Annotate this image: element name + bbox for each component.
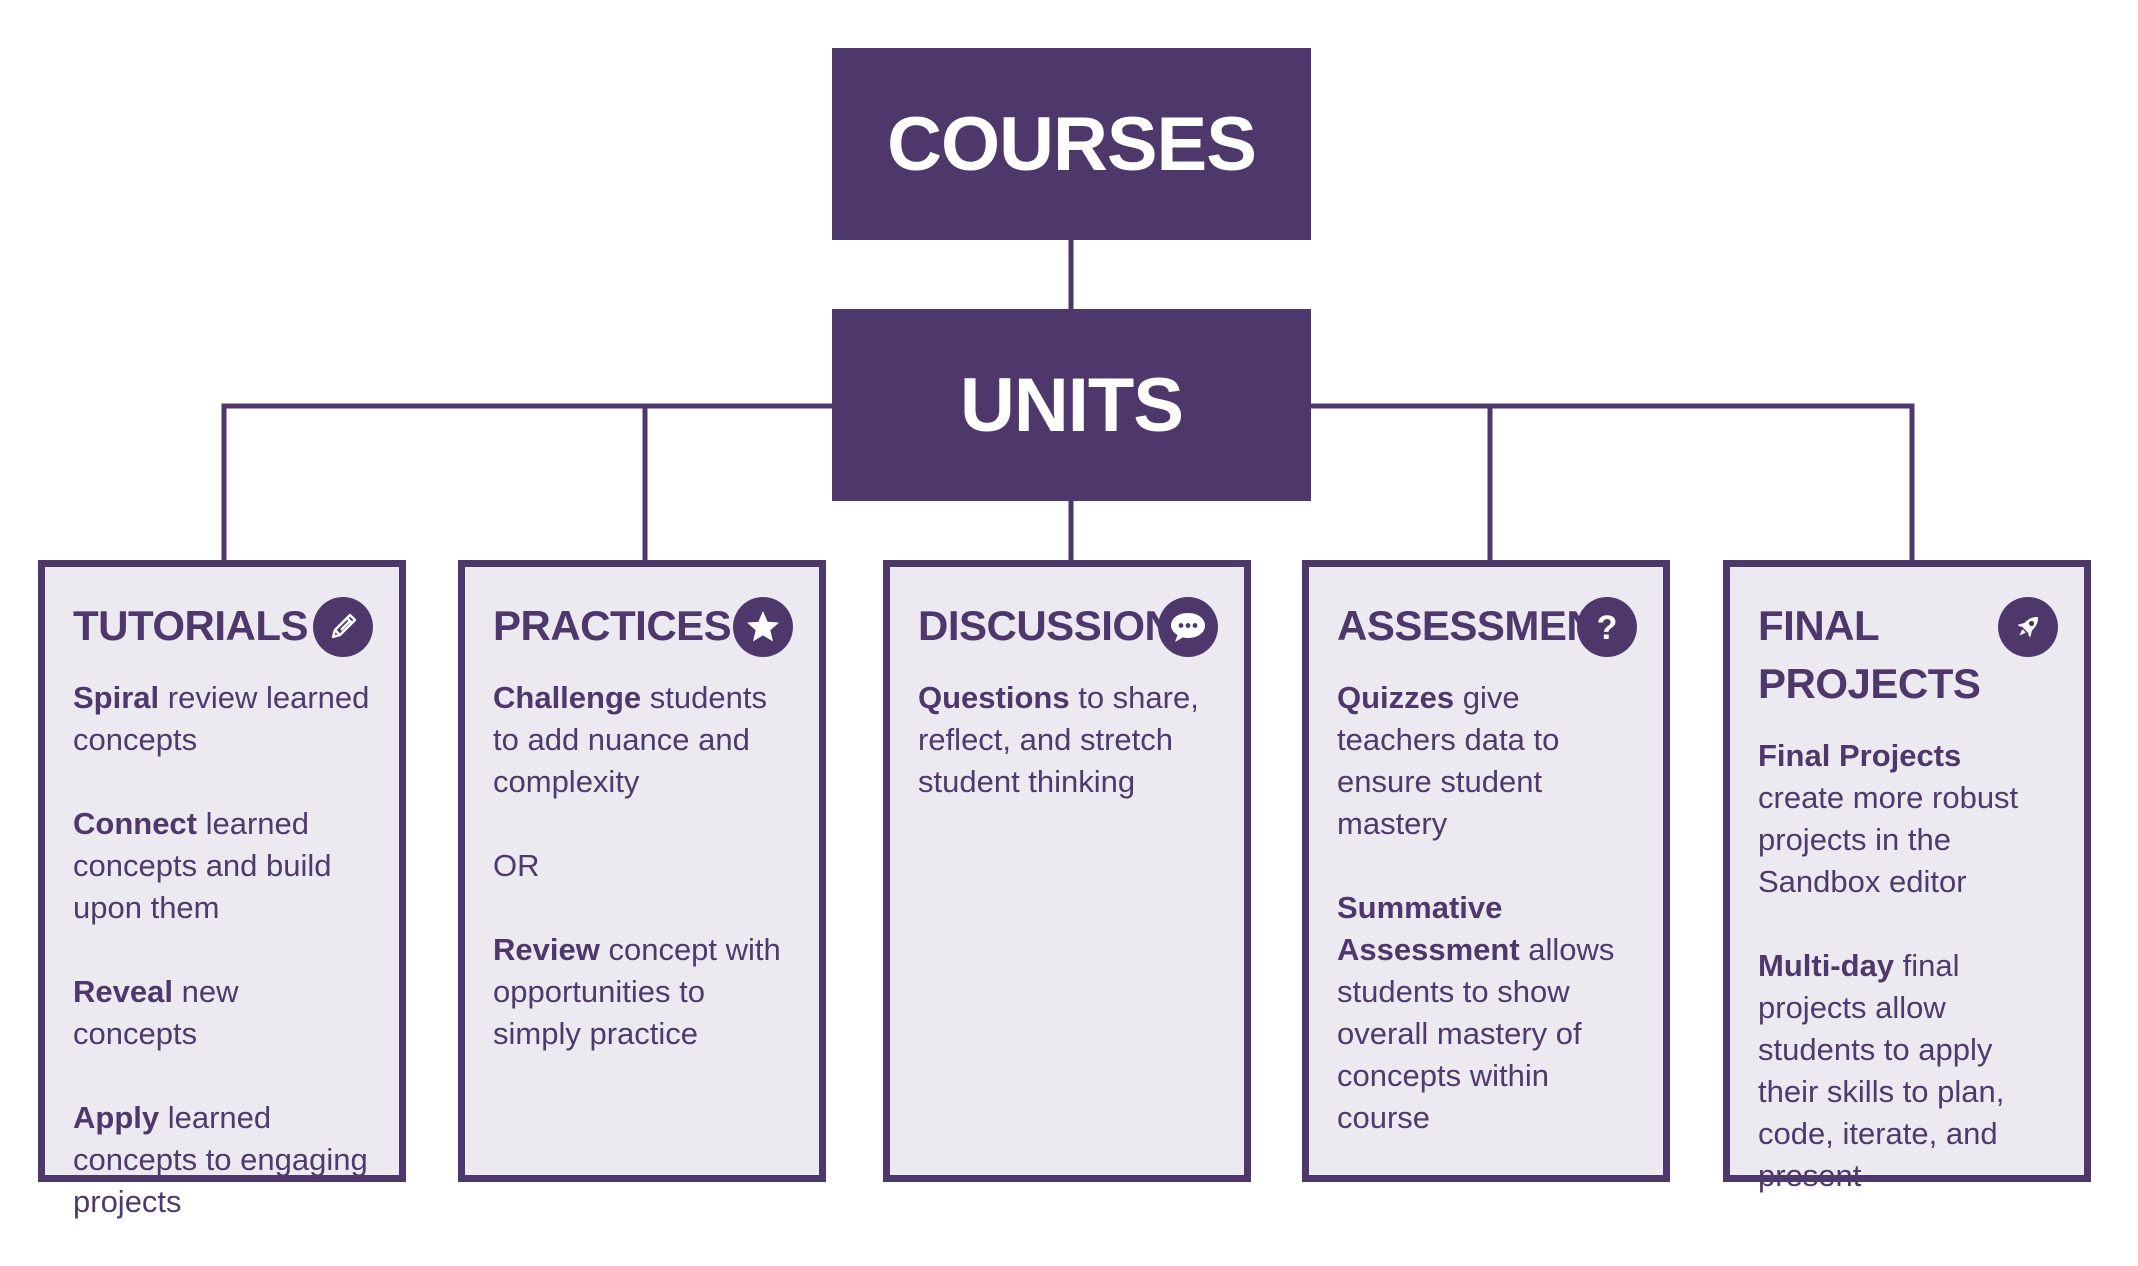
paragraph-keyword: Apply [73, 1100, 160, 1135]
paragraph-keyword: Multi-day [1758, 948, 1895, 983]
card-paragraph: Quizzes give teachers data to ensure stu… [1337, 677, 1635, 845]
card-title: TUTORIALS [73, 602, 309, 649]
paragraph-text: OR [493, 848, 540, 883]
card-paragraph: Summative Assessment allows students to … [1337, 887, 1635, 1139]
card-paragraph: Multi-day final projects allow students … [1758, 945, 2056, 1197]
card-body: Challenge students to add nuance and com… [493, 677, 791, 1055]
rocket-icon [1998, 597, 2058, 657]
card-title: DISCUSSION [918, 602, 1175, 649]
paragraph-text: final projects allow students to apply t… [1758, 948, 2005, 1193]
paragraph-text: to share, reflect, and stretch student t… [918, 680, 1199, 799]
paragraph-text: allows students to show overall mastery … [1337, 932, 1615, 1135]
paragraph-keyword: Summative Assessment [1337, 890, 1520, 967]
card-title: PRACTICES [493, 602, 732, 649]
paragraph-text: create more robust projects in the Sandb… [1758, 780, 2019, 899]
card-header: FINAL PROJECTS [1758, 597, 2058, 713]
courses-box: COURSES [832, 48, 1311, 240]
paragraph-keyword: Spiral [73, 680, 160, 715]
card-paragraph: Connect learned concepts and build upon … [73, 803, 371, 929]
paragraph-keyword: Challenge [493, 680, 642, 715]
pencil-icon [313, 597, 373, 657]
card-discussion: DISCUSSION Questions to share, reflect, a… [883, 560, 1251, 1182]
card-paragraph: Apply learned concepts to engaging proje… [73, 1097, 371, 1223]
card-body: Final Projects create more robust projec… [1758, 735, 2056, 1197]
card-body: Quizzes give teachers data to ensure stu… [1337, 677, 1635, 1139]
card-header: DISCUSSION [918, 597, 1218, 657]
card-paragraph: OR [493, 845, 791, 887]
svg-text:?: ? [1597, 609, 1618, 647]
courses-label: COURSES [887, 101, 1257, 187]
card-header: ASSESSMENT? [1337, 597, 1637, 657]
card-title: FINAL PROJECTS [1758, 602, 1981, 707]
paragraph-text: give teachers data to ensure student mas… [1337, 680, 1560, 841]
star-icon [733, 597, 793, 657]
card-paragraph: Review concept with opportunities to sim… [493, 929, 791, 1055]
card-practices: PRACTICES Challenge students to add nuanc… [458, 560, 826, 1182]
question-mark-icon: ? [1577, 597, 1637, 657]
card-header: PRACTICES [493, 597, 793, 657]
paragraph-text: learned concepts to engaging projects [73, 1100, 368, 1219]
paragraph-keyword: Final Projects [1758, 738, 1962, 773]
paragraph-text: new concepts [73, 974, 239, 1051]
paragraph-keyword: Connect [73, 806, 197, 841]
paragraph-keyword: Questions [918, 680, 1070, 715]
paragraph-keyword: Quizzes [1337, 680, 1455, 715]
paragraph-keyword: Reveal [73, 974, 173, 1009]
card-final-projects: FINAL PROJECTS Final Projects create more… [1723, 560, 2091, 1193]
card-body: Questions to share, reflect, and stretch… [918, 677, 1216, 803]
card-paragraph: Spiral review learned concepts [73, 677, 371, 761]
speech-bubble-icon [1158, 597, 1218, 657]
card-title: ASSESSMENT [1337, 602, 1622, 649]
units-label: UNITS [960, 362, 1184, 448]
units-box: UNITS [832, 309, 1311, 501]
paragraph-keyword: Review [493, 932, 600, 967]
paragraph-text: students to add nuance and complexity [493, 680, 767, 799]
paragraph-text: review learned concepts [73, 680, 370, 757]
card-paragraph: Final Projects create more robust projec… [1758, 735, 2056, 903]
card-assessment: ASSESSMENT? Quizzes give teachers data to… [1302, 560, 1670, 1182]
paragraph-text: concept with opportunities to simply pra… [493, 932, 781, 1051]
card-paragraph: Challenge students to add nuance and com… [493, 677, 791, 803]
card-header: TUTORIALS [73, 597, 373, 657]
card-paragraph: Reveal new concepts [73, 971, 371, 1055]
card-paragraph: Questions to share, reflect, and stretch… [918, 677, 1216, 803]
paragraph-text: learned concepts and build upon them [73, 806, 332, 925]
